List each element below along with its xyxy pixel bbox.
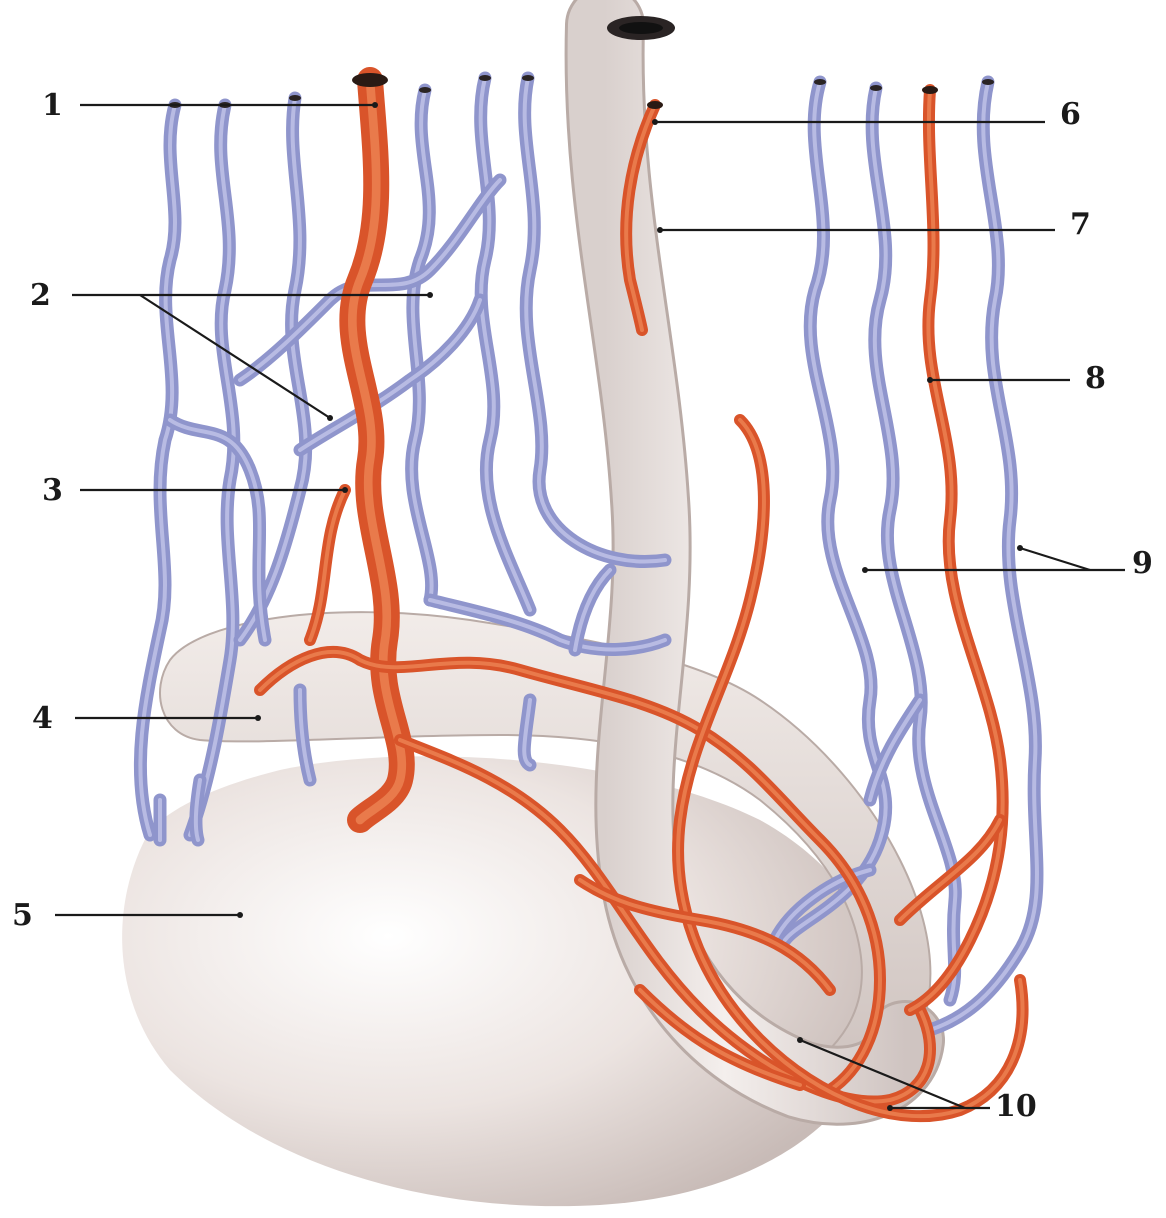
label-1: 1 bbox=[42, 88, 378, 123]
label-4-text: 4 bbox=[32, 701, 53, 736]
label-1-text: 1 bbox=[42, 88, 63, 123]
label-3-text: 3 bbox=[42, 473, 63, 508]
vein-1 bbox=[140, 105, 175, 835]
label-7-text: 7 bbox=[1070, 207, 1091, 242]
label-5-text: 5 bbox=[12, 898, 33, 933]
vein-end-8 bbox=[870, 85, 882, 91]
label-8-text: 8 bbox=[1085, 361, 1106, 396]
vein-14 bbox=[575, 570, 610, 650]
label-10-text: 10 bbox=[995, 1089, 1037, 1124]
artery-end-3 bbox=[922, 86, 938, 94]
label-2-text: 2 bbox=[30, 278, 51, 313]
vein-end-4 bbox=[419, 87, 431, 93]
label-9-text: 9 bbox=[1132, 546, 1153, 581]
label-8: 8 bbox=[927, 361, 1106, 396]
vein-end-5 bbox=[479, 75, 491, 81]
testis bbox=[122, 756, 883, 1206]
artery-end-1 bbox=[352, 73, 388, 87]
vein-end-7 bbox=[814, 79, 826, 85]
vein-10 bbox=[170, 420, 265, 640]
vein-end-6 bbox=[522, 75, 534, 81]
vein-end-9 bbox=[982, 79, 994, 85]
vein-12 bbox=[300, 300, 480, 450]
vein-10-highlight bbox=[170, 420, 265, 640]
label-6-text: 6 bbox=[1060, 97, 1081, 132]
label-7: 7 bbox=[657, 207, 1091, 242]
vein-end-3 bbox=[289, 95, 301, 101]
artery-end-2 bbox=[647, 101, 663, 109]
